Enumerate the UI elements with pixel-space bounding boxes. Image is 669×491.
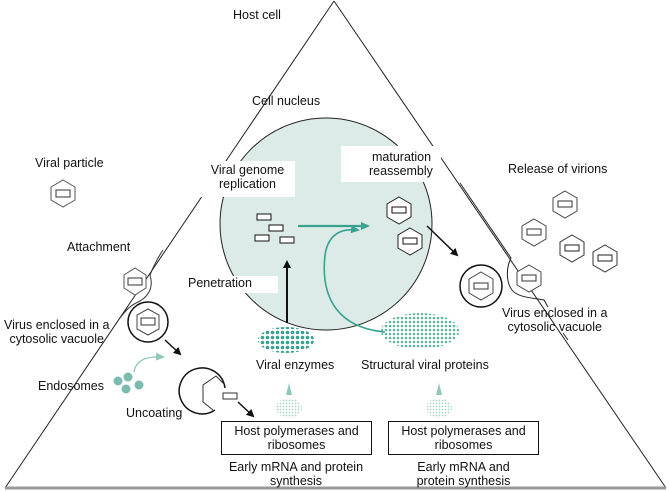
penetration-label: Penetration (186, 276, 278, 293)
host-polymerases-box-right: Host polymerases and ribosomes (388, 421, 539, 455)
early-mrna-caption-left: Early mRNA and protein synthesis (220, 460, 372, 488)
virus-enclosed-left-line2: cytosolic vacuole (9, 332, 104, 346)
translation-pointer-right (436, 383, 442, 395)
release-membrane (459, 182, 549, 308)
early-mrna-left-line2: synthesis (269, 474, 323, 488)
viral-particle-label: Viral particle (35, 156, 104, 170)
attachment-virus-icon (119, 249, 164, 319)
cell-nucleus-label: Cell nucleus (252, 94, 321, 108)
virus-enclosed-right-label: Virus enclosed in a cytosolic vacuole (502, 306, 607, 334)
structural-proteins-blob (381, 313, 459, 349)
early-mrna-caption-right: Early mRNA and protein synthesis (388, 460, 539, 488)
released-virions (516, 190, 618, 293)
maturation-reassembly-label: maturation reassembly (341, 146, 441, 182)
structural-proteins-arrow (323, 225, 386, 333)
host-polymerases-right-line1: Host polymerases and (401, 424, 526, 438)
host-cell-outline (4, 0, 667, 490)
viral-genome-replication-line2: replication (219, 177, 276, 191)
viral-genome-fragments (254, 213, 295, 244)
host-polymerases-left-line1: Host polymerases and (234, 424, 359, 438)
virus-enclosed-left-label: Virus enclosed in a cytosolic vacuole (4, 318, 109, 346)
viral-enzymes-blob (258, 327, 314, 353)
maturation-virion-2-icon (397, 227, 423, 256)
uncoating-to-host-arrow (237, 401, 255, 418)
viral-genome-replication-line1: Viral genome (210, 163, 285, 177)
early-mrna-left-line1: Early mRNA and protein (228, 460, 364, 474)
released-virion-icon (592, 244, 618, 273)
vacuole-virus-right-icon (459, 264, 503, 308)
endosomes-label: Endosomes (38, 379, 105, 393)
translation-blob-left (276, 398, 302, 418)
endosomes-icon (113, 372, 144, 394)
translation-pointer-left (286, 383, 292, 395)
uncoating-label: Uncoating (126, 406, 183, 420)
vacuole-to-uncoating-arrow (164, 339, 182, 356)
vacuole-virus-left-icon (127, 301, 169, 343)
endosome-arrow (133, 352, 165, 373)
maturation-line2: reassembly (369, 164, 433, 178)
translation-blob-right (426, 398, 452, 418)
host-polymerases-right-line2: ribosomes (434, 438, 493, 452)
released-virion-icon (521, 218, 547, 247)
released-virion-icon (516, 264, 542, 293)
released-virion-icon (559, 234, 585, 263)
virus-enclosed-right-line1: Virus enclosed in a (502, 306, 608, 320)
early-mrna-right-line1: Early mRNA and (417, 460, 510, 474)
released-virion-icon (552, 190, 578, 219)
right-label-leader (562, 332, 569, 341)
attachment-label: Attachment (67, 240, 131, 254)
nucleus-exit-arrow (426, 225, 459, 257)
structural-viral-proteins-label: Structural viral proteins (361, 358, 489, 372)
viral-genome-replication-label: Viral genome replication (200, 161, 295, 197)
host-polymerases-left-line2: ribosomes (267, 438, 326, 452)
virus-enclosed-left-line1: Virus enclosed in a (4, 318, 110, 332)
early-mrna-right-line2: protein synthesis (416, 474, 511, 488)
release-of-virions-label: Release of virions (508, 162, 608, 176)
maturation-line1: maturation (372, 150, 432, 164)
host-polymerases-box-left: Host polymerases and ribosomes (221, 421, 372, 455)
viral-enzymes-label: Viral enzymes (256, 358, 335, 372)
uncoating-capsid-icon (178, 367, 238, 415)
host-cell-label: Host cell (233, 8, 281, 22)
virus-enclosed-right-line2: cytosolic vacuole (507, 320, 602, 334)
maturation-virion-1-icon (386, 196, 412, 225)
viral-particle-icon (50, 179, 76, 208)
